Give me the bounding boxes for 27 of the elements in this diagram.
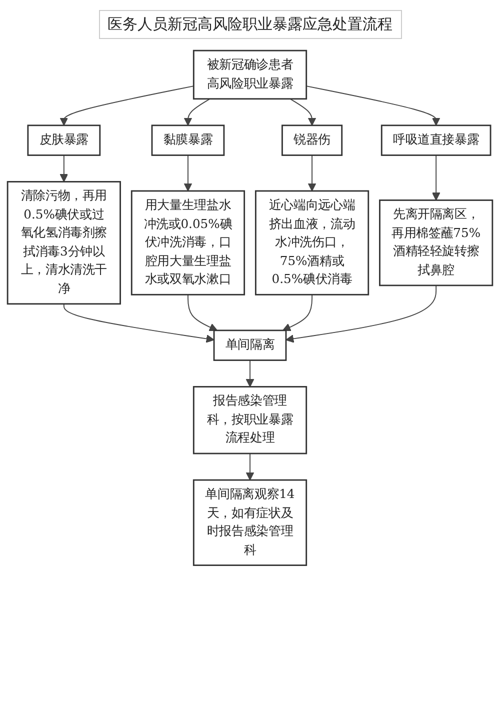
arrow: [246, 453, 254, 480]
arrow: [290, 98, 316, 126]
node-box: 呼吸道直接暴露: [380, 124, 492, 156]
node-box: 皮肤暴露: [27, 124, 101, 156]
arrow: [306, 86, 440, 126]
node-box: 单间隔离观察14天，如有症状及时报告感染管理科: [192, 479, 308, 566]
arrow: [246, 360, 254, 388]
node-box: 近心端向远心端挤出血液，流动水冲洗伤口，75%酒精或0.5%碘伏消毒: [254, 190, 370, 296]
node-box: 黏膜暴露: [151, 124, 225, 156]
node-box: 用大量生理盐水冲洗或0.05%碘伏冲洗消毒，口腔用大量生理盐水或双氧水漱口: [130, 190, 246, 296]
arrow: [282, 294, 312, 332]
node-box: 清除污物，再用0.5%碘伏或过氧化氢消毒剂擦拭消毒3分钟以上，清水清洗干净: [6, 181, 121, 305]
node-box: 锐器伤: [281, 124, 343, 156]
arrow: [60, 86, 194, 126]
node-box: 单间隔离: [213, 330, 287, 361]
node-box: 先离开隔离区，再用棉签蘸75%酒精轻轻旋转擦拭鼻腔: [379, 199, 494, 286]
arrow: [184, 98, 210, 126]
node-box: 报告感染管理科，按职业暴露流程处理: [192, 386, 308, 454]
arrow: [432, 154, 440, 201]
arrow: [60, 154, 68, 182]
arrow: [286, 284, 437, 343]
arrow: [184, 154, 192, 192]
arrow: [63, 303, 214, 343]
arrow: [308, 154, 316, 192]
arrow: [188, 294, 218, 332]
diagram-title: 医务人员新冠高风险职业暴露应急处置流程: [98, 10, 402, 39]
node-box: 被新冠确诊患者高风险职业暴露: [192, 50, 308, 100]
